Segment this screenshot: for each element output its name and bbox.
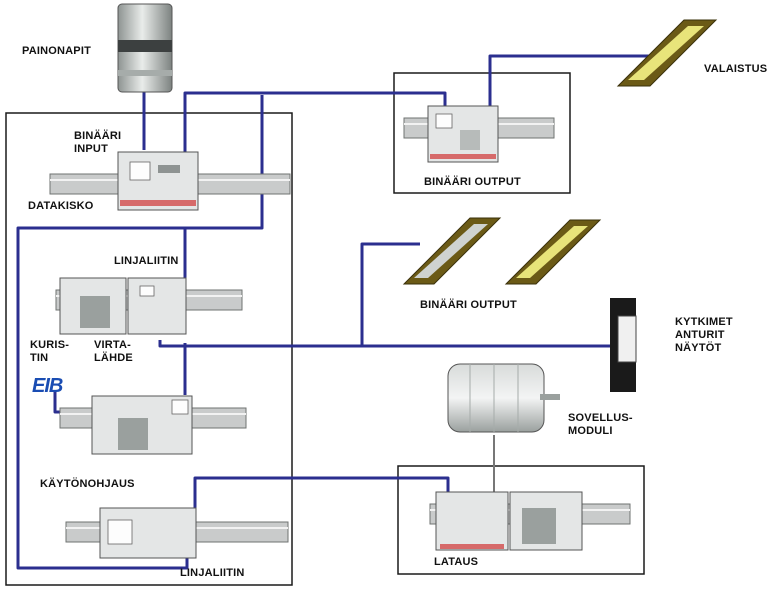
label-sovellusmoduli-line2: MODULI xyxy=(568,425,613,437)
label-binaari-input: BINÄÄRI INPUT xyxy=(74,130,121,156)
label-kytkimet-line3: NÄYTÖT xyxy=(675,342,722,354)
label-binaari-output-mid: BINÄÄRI OUTPUT xyxy=(420,299,517,311)
motor-application-module xyxy=(447,363,560,433)
label-linjaliitin-bottom: LINJALIITIN xyxy=(180,567,245,579)
din-device-binary-output-top xyxy=(403,105,555,163)
enclosure-frame-bottom-right xyxy=(397,465,645,575)
enclosure-frame-top-right xyxy=(393,72,571,194)
label-kuristin-line2: TIN xyxy=(30,352,49,364)
label-binaari-output-top: BINÄÄRI OUTPUT xyxy=(424,176,521,188)
label-sovellusmoduli-line1: SOVELLUS- xyxy=(568,412,633,424)
label-lataus: LATAUS xyxy=(434,556,479,568)
pushbutton-device xyxy=(117,3,173,93)
enclosure-frame-left xyxy=(5,112,293,586)
din-device-drive-control xyxy=(65,507,289,559)
label-kytkimet: KYTKIMET ANTURIT NÄYTÖT xyxy=(675,316,733,355)
bus-line-to-lighting xyxy=(488,54,652,108)
din-device-line-coupler-group xyxy=(55,277,243,335)
bus-line-drop-rail xyxy=(16,95,264,570)
bus-line-to-charging xyxy=(193,476,450,515)
label-kuristin: KURIS- TIN xyxy=(30,339,69,365)
label-virtalahde-line1: VIRTA- xyxy=(94,339,132,351)
label-linjaliitin-top: LINJALIITIN xyxy=(114,255,179,267)
label-datakisko: DATAKISKO xyxy=(28,200,94,212)
din-device-binary-input xyxy=(49,151,291,211)
label-kaytonohjaus: KÄYTÖNOHJAUS xyxy=(40,478,135,490)
label-binaari-input-line2: INPUT xyxy=(74,143,108,155)
label-kytkimet-line2: ANTURIT xyxy=(675,329,725,341)
bus-lines xyxy=(16,54,652,570)
switch-sensor-display-module xyxy=(610,298,637,392)
label-binaari-input-line1: BINÄÄRI xyxy=(74,130,122,142)
lamp-fixture-output-right xyxy=(504,219,602,285)
label-sovellusmoduli: SOVELLUS- MODULI xyxy=(568,412,633,438)
lamp-fixture-output-left xyxy=(402,217,502,285)
din-device-eib-module xyxy=(59,395,247,455)
din-device-charging xyxy=(429,491,631,551)
label-painonapit: PAINONAPIT xyxy=(22,45,92,57)
label-kytkimet-line1: KYTKIMET xyxy=(675,316,733,328)
bus-line-main-loop xyxy=(183,91,447,160)
label-valaistus: VALAISTUS xyxy=(704,63,768,75)
label-virtalahde-line2: LÄHDE xyxy=(94,352,133,364)
bus-line-to-switches xyxy=(158,340,610,348)
bus-line-to-mid-output xyxy=(360,242,420,346)
lamp-fixture-lighting xyxy=(616,19,718,87)
label-kuristin-line1: KURIS- xyxy=(30,339,70,351)
eib-logo: EIB xyxy=(32,375,63,397)
label-virtalahde: VIRTA- LÄHDE xyxy=(94,339,133,365)
